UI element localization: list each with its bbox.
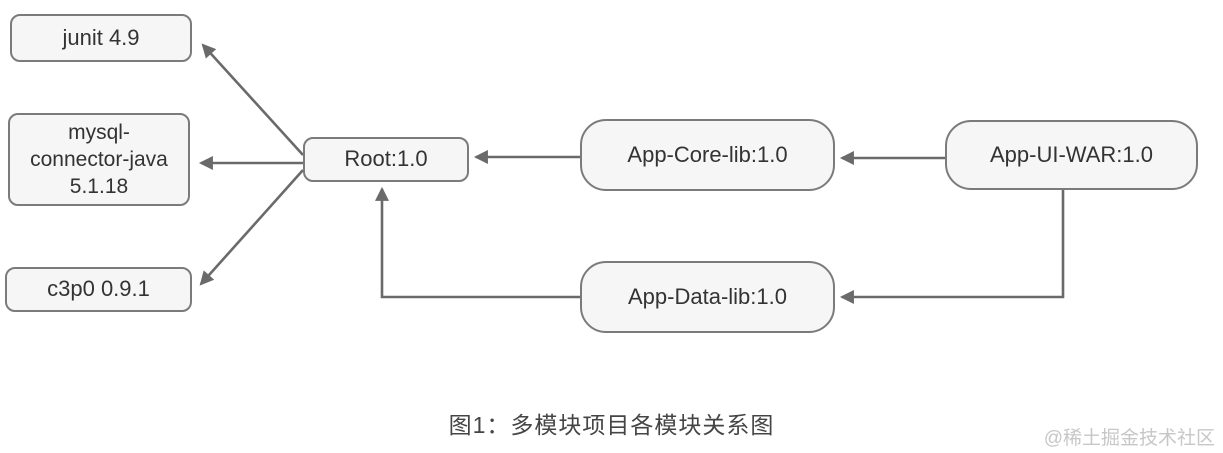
node-mysql-label-line2: connector-java xyxy=(30,147,168,171)
watermark-text: @稀土掘金技术社区 xyxy=(1043,428,1215,449)
node-app-data-lib-label: App-Data-lib:1.0 xyxy=(628,283,787,309)
edge-root-to-c3p0 xyxy=(199,169,304,286)
node-junit-label: junit 4.9 xyxy=(62,24,140,50)
node-app-data-lib: App-Data-lib:1.0 xyxy=(580,261,835,333)
node-root-label: Root:1.0 xyxy=(344,146,428,172)
edge-appui-to-appdata xyxy=(839,190,1065,305)
node-root: Root:1.0 xyxy=(303,137,469,182)
node-mysql-label-line1: mysql- xyxy=(68,120,130,144)
edge-root-to-junit xyxy=(201,43,304,156)
node-app-ui-war: App-UI-WAR:1.0 xyxy=(945,120,1198,190)
node-app-core-lib-label: App-Core-lib:1.0 xyxy=(627,141,788,167)
node-junit: junit 4.9 xyxy=(10,14,192,62)
node-app-core-lib: App-Core-lib:1.0 xyxy=(580,119,835,191)
node-c3p0: c3p0 0.9.1 xyxy=(5,267,192,312)
node-c3p0-label: c3p0 0.9.1 xyxy=(47,276,150,302)
node-mysql-label-line3: 5.1.18 xyxy=(69,175,129,199)
node-mysql-connector-java: mysql- connector-java 5.1.18 xyxy=(8,113,190,206)
edge-appdata-to-root xyxy=(374,186,580,299)
node-app-ui-war-label: App-UI-WAR:1.0 xyxy=(989,141,1153,167)
figure-caption: 图1：多模块项目各模块关系图 xyxy=(448,412,775,438)
